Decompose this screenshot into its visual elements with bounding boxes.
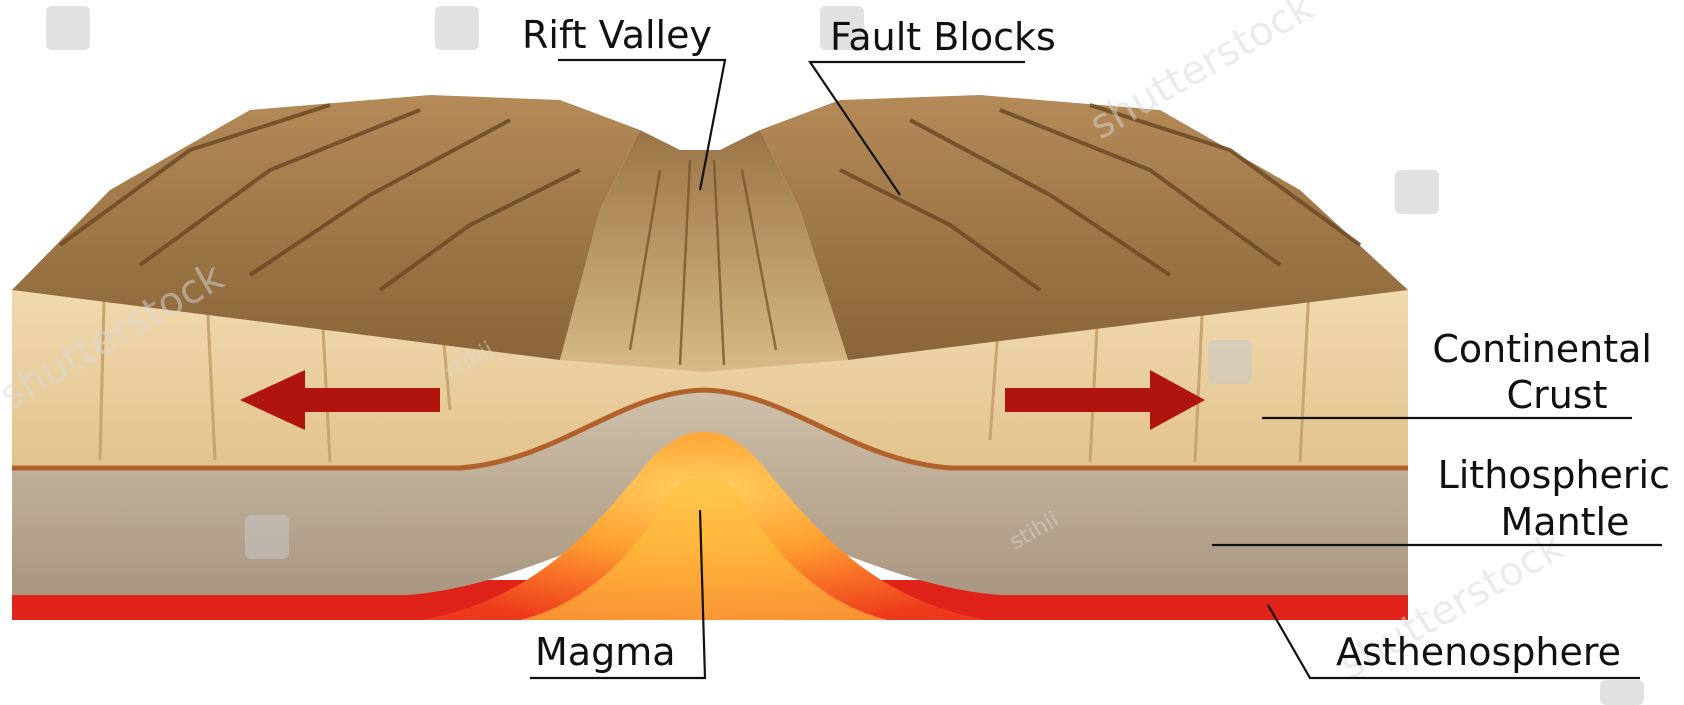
asthenosphere-label: Asthenosphere	[1336, 630, 1621, 674]
lithospheric-mantle-label-line2: Mantle	[1501, 500, 1630, 544]
continental-crust-label-line1: Continental	[1432, 327, 1652, 371]
fault-blocks-label: Fault Blocks	[830, 15, 1056, 59]
magma-label: Magma	[535, 630, 676, 674]
continental-crust-label-line2: Crust	[1507, 373, 1608, 417]
lithospheric-mantle-label-line1: Lithospheric	[1438, 453, 1670, 497]
watermark-brand-text: shutterstock	[1082, 0, 1322, 149]
rift-valley-label: Rift Valley	[522, 13, 712, 57]
